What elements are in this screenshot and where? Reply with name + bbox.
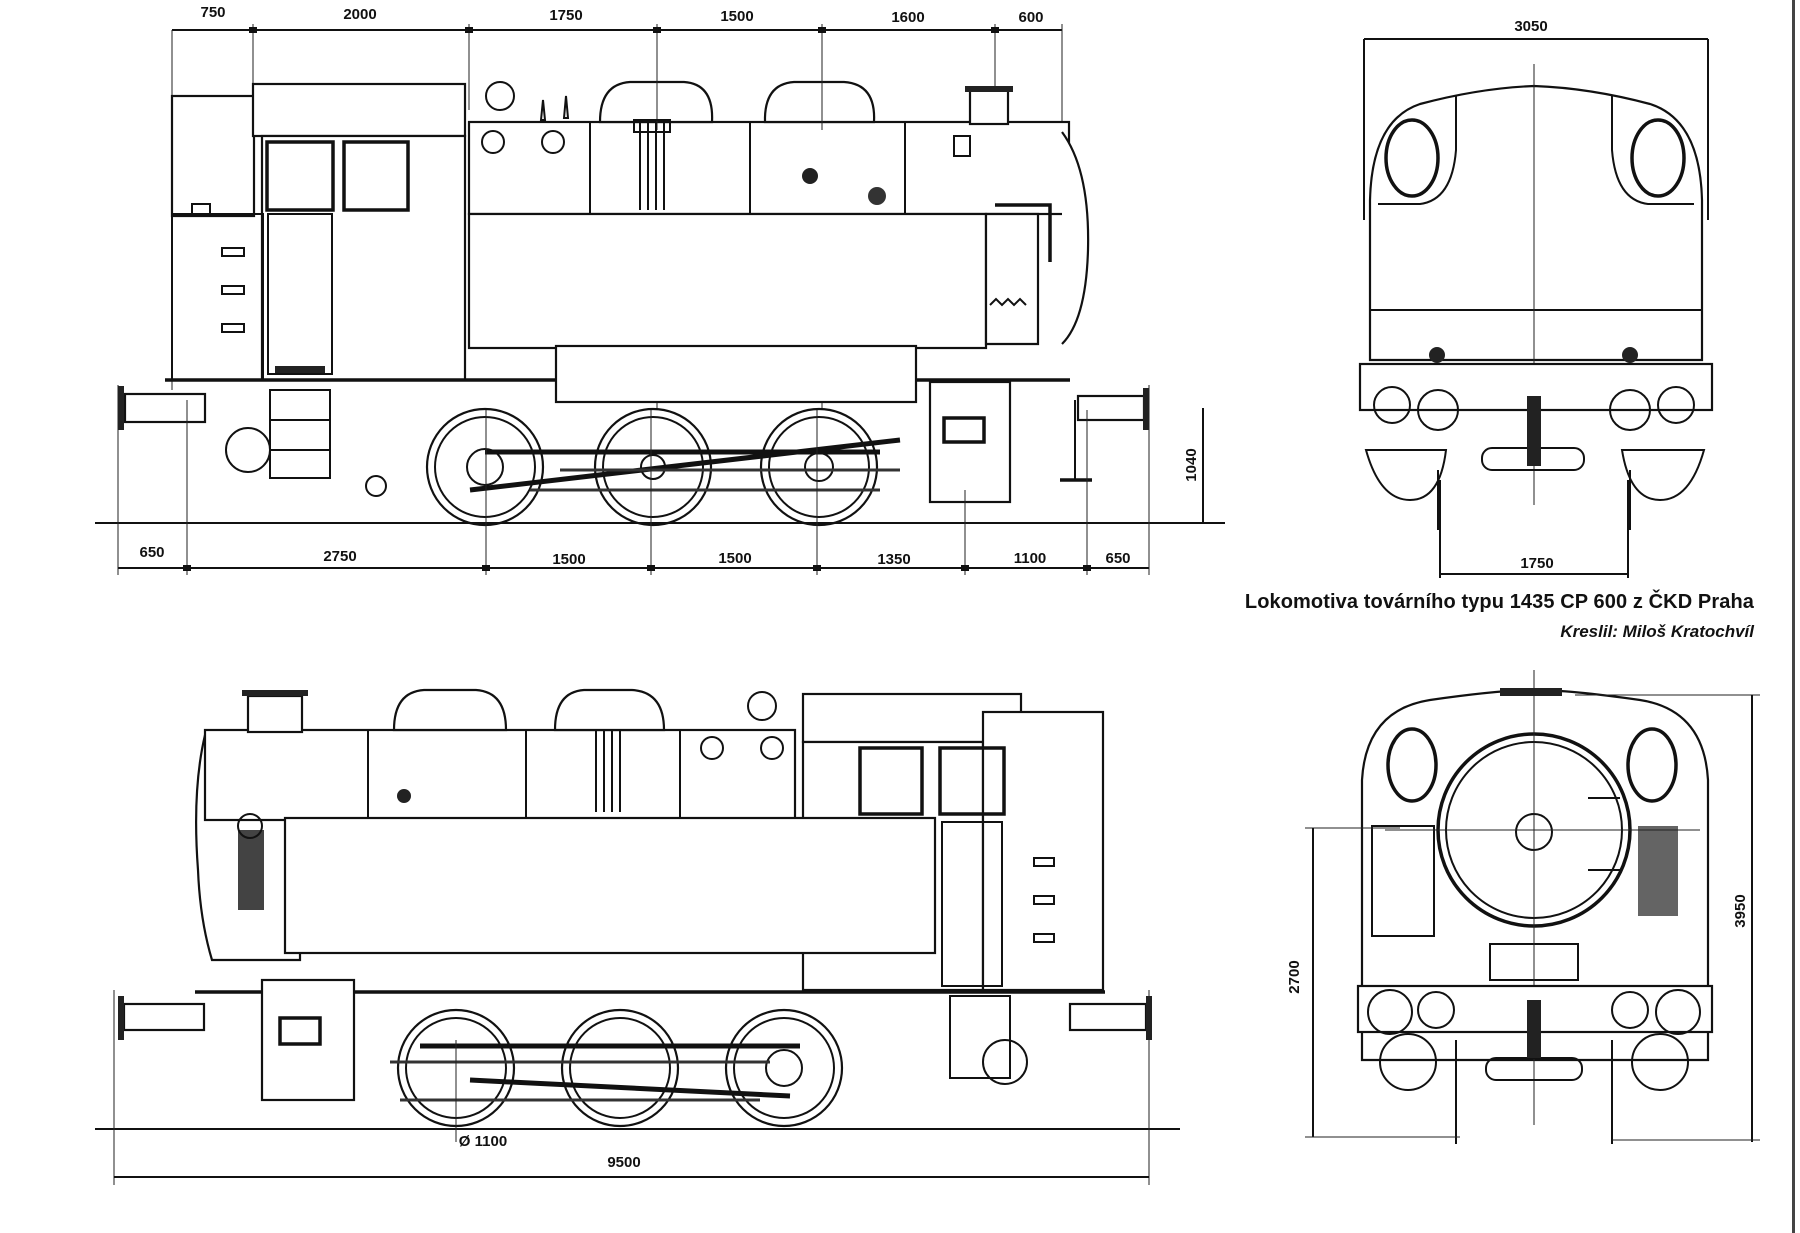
dim-buffer-height-1040: 1040 [1183,448,1200,481]
dim-gauge-1750: 1750 [1520,555,1553,572]
caption-credit: Kreslil: Miloš Kratochvíl [1560,622,1754,641]
page-border-right [1792,0,1795,1233]
side-view-top: 750 2000 1750 1500 1600 600 [95,4,1225,575]
chimney-bottom [246,694,304,734]
end-view-rear: 3050 1750 [1358,18,1714,578]
dim-top-1750: 1750 [549,7,582,24]
dim-top-750: 750 [200,4,225,21]
frame [118,344,1149,504]
dim-wheel-diameter: Ø 1100 [459,1133,507,1150]
dim-top-600: 600 [1018,9,1043,26]
dim-width-3050: 3050 [1514,18,1547,35]
dim-length-9500: 9500 [607,1154,640,1171]
boiler [467,70,1090,345]
drawing-caption: Lokomotiva továrního typu 1435 CP 600 z … [1245,591,1754,642]
dim-centerline-2700: 2700 [1286,960,1303,993]
dim-bottom-1500-b: 1500 [718,550,751,567]
dim-bottom-1500-a: 1500 [552,551,585,568]
steam-dome-rear [598,80,714,124]
dim-bottom-2750: 2750 [323,548,356,565]
dim-top-1500: 1500 [720,8,753,25]
chimney [968,88,1010,126]
buffer-height-dimension: 1040 [1183,408,1204,523]
dim-bottom-650-rear: 650 [139,544,164,561]
end-view-front: 3950 2700 [1286,670,1760,1144]
bottom-dimension-chain: 650 2750 1500 1500 1350 1100 650 [117,385,1150,575]
caption-title: Lokomotiva továrního typu 1435 CP 600 z … [1244,591,1754,613]
side-view-bottom: Ø 1100 9500 [95,688,1180,1185]
dim-top-1600: 1600 [891,9,924,26]
dim-bottom-1350: 1350 [877,551,910,568]
dim-height-3950: 3950 [1732,894,1749,927]
dim-bottom-1100: 1100 [1014,550,1047,567]
side-tank [467,203,1052,350]
dim-bottom-650-front: 650 [1105,550,1130,567]
driving-wheels [425,407,901,527]
dim-top-2000: 2000 [343,6,376,23]
steam-dome-front [763,80,876,124]
cylinder-bottom [260,978,356,1102]
cab [170,82,467,382]
